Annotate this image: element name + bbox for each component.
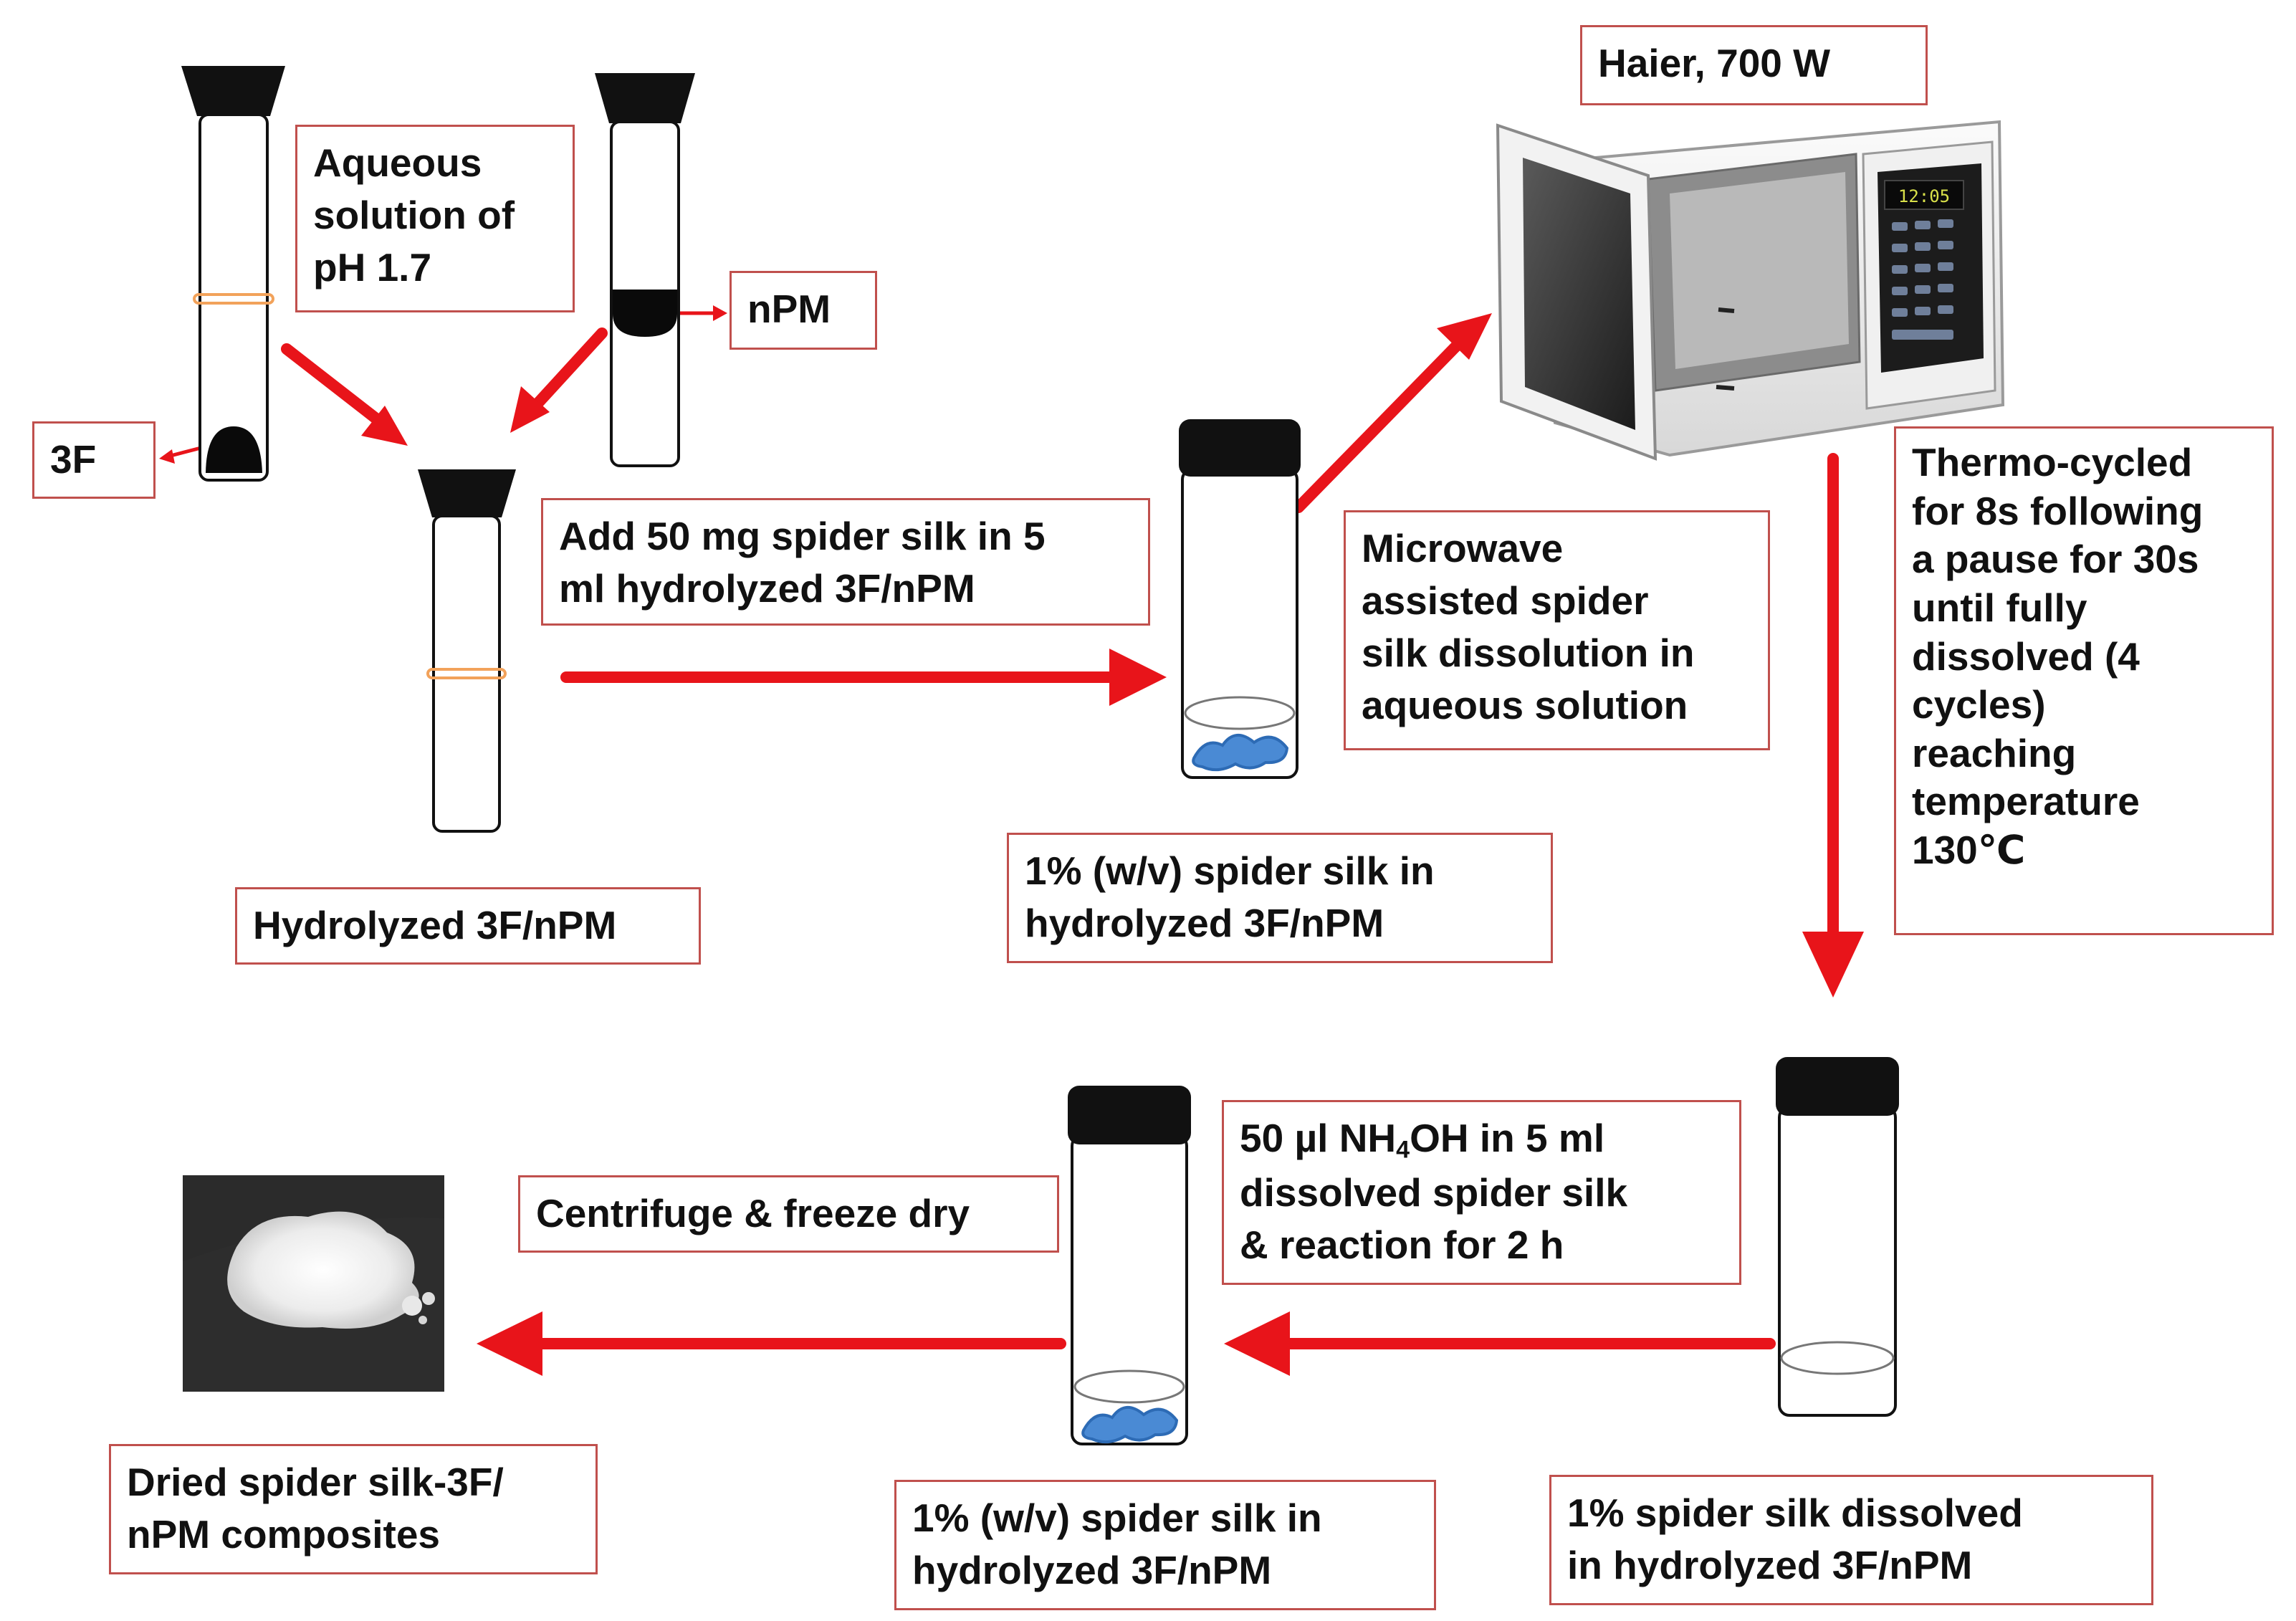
arrow-microwave-down (1802, 453, 1864, 998)
label-centrifuge: Centrifuge & freeze dry (518, 1175, 1059, 1253)
vial-cap-icon (1776, 1057, 1899, 1116)
label-thermo-cycle: Thermo-cycled for 8s following a pause f… (1894, 426, 2274, 935)
vial-silk-top (1179, 419, 1301, 779)
aqueous-band (193, 293, 274, 305)
tube-npm (595, 73, 695, 467)
label-add-silk: Add 50 mg spider silk in 5 ml hydrolyzed… (541, 498, 1150, 626)
label-hydrolyzed: Hydrolyzed 3F/nPM (235, 887, 701, 965)
microwave-oven-icon: 12:05 (1496, 120, 2005, 461)
spider-silk-clump (1192, 734, 1289, 772)
tube-aqueous-3f (181, 66, 285, 482)
arrow-silk-to-microwave (1293, 313, 1492, 513)
vial-dissolved (1776, 1057, 1899, 1417)
arrow-npm-to-hydrolyzed (510, 327, 608, 433)
arrow-reaction-to-dried (477, 1311, 1066, 1376)
tube-hydrolyzed (418, 469, 516, 833)
vial-cap-icon (1179, 419, 1301, 477)
label-silk-in-hydrolyzed-bottom: 1% (w/v) spider silk in hydrolyzed 3F/nP… (894, 1480, 1436, 1610)
vial-silk-bottom (1068, 1086, 1191, 1445)
arrows (159, 305, 1864, 1376)
label-silk-in-hydrolyzed-top: 1% (w/v) spider silk in hydrolyzed 3F/nP… (1007, 833, 1553, 963)
dried-powder-photo (183, 1175, 444, 1392)
tube-cap-icon (418, 469, 516, 517)
label-dissolved-silk: 1% spider silk dissolved in hydrolyzed 3… (1549, 1475, 2153, 1605)
arrow-dissolved-to-reaction (1224, 1311, 1776, 1376)
label-microwave-step: Microwave assisted spider silk dissoluti… (1344, 510, 1770, 750)
tube-cap-icon (181, 66, 285, 116)
vial-cap-icon (1068, 1086, 1191, 1144)
label-aqueous-solution: Aqueous solution of pH 1.7 (295, 125, 575, 312)
arrow-aqueous-to-hydrolyzed (281, 343, 408, 446)
microwave-door-window (1523, 158, 1635, 430)
label-nh4oh-reaction: 50 µl NH4OH in 5 ml dissolved spider sil… (1222, 1100, 1741, 1285)
powder-mound (227, 1211, 419, 1329)
pointer-npm (675, 305, 727, 321)
dissolved-liquid-surface (1780, 1341, 1895, 1375)
npm-plug (613, 290, 677, 337)
label-dried-composite: Dried spider silk-3F/ nPM composites (109, 1444, 598, 1574)
arrow-hydrolyzed-to-silk (560, 649, 1167, 706)
spider-silk-clump (1081, 1406, 1179, 1444)
label-haier: Haier, 700 W (1580, 25, 1928, 105)
keypad-icon (1892, 219, 1953, 340)
microwave-display: 12:05 (1898, 186, 1950, 206)
hydrolyzed-band (426, 668, 507, 679)
tube-cap-icon (595, 73, 695, 123)
label-3f: 3F (32, 421, 156, 499)
3f-deposit (206, 426, 262, 473)
label-npm: nPM (730, 271, 877, 350)
